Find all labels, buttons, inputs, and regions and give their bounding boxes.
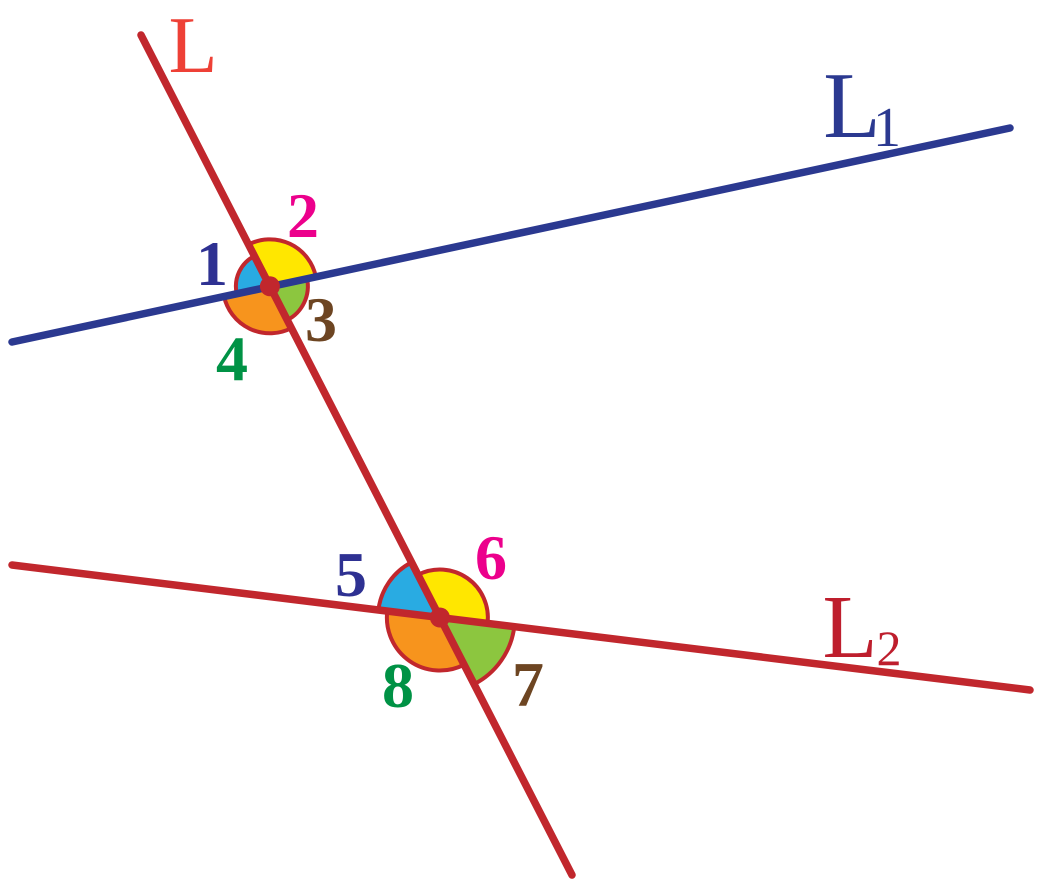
angle-5-label: 5 [335,539,367,610]
line-l1-label: L [823,54,880,158]
angle-8-sector [384,609,467,673]
angle-6-sector [416,567,490,626]
line-l2-subscript: 2 [877,620,902,676]
line-l2 [8,561,1034,694]
angle-4-label: 4 [216,323,248,394]
intersection-point-2 [429,607,450,628]
angle-sectors-group [222,237,517,687]
line-l [137,31,576,879]
angle-2-label: 2 [287,180,319,251]
line-l2-label: L [823,578,878,677]
angle-7-label: 7 [512,649,544,720]
angle-3-label: 3 [305,284,337,355]
angle-6-label: 6 [475,522,507,593]
angle-8-label: 8 [382,650,414,721]
line-l-label: L [169,2,218,90]
angle-1-label: 1 [196,228,228,299]
line-l1 [8,124,1014,346]
intersection-point-1 [259,276,280,297]
line-l1-subscript: 1 [873,97,901,159]
